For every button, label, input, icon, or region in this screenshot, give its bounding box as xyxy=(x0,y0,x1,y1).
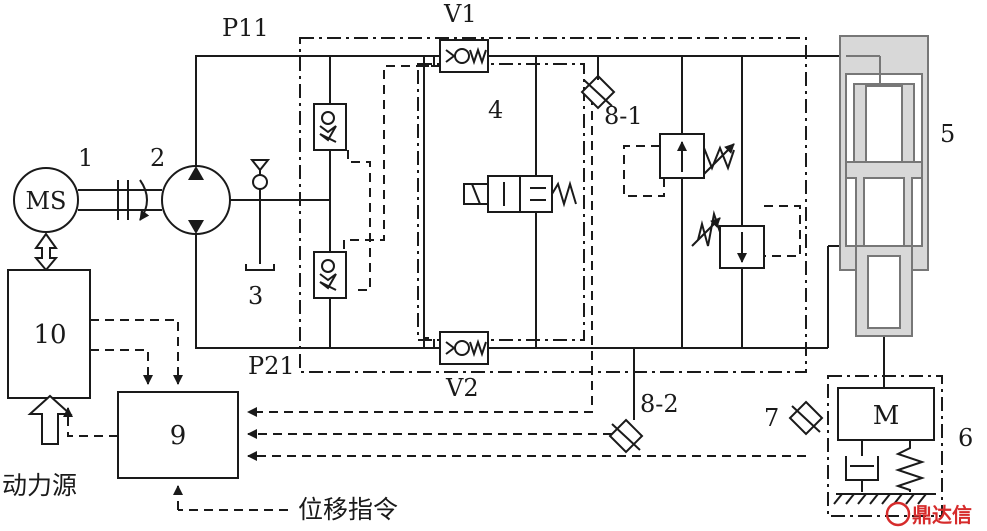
controller-9: 9 xyxy=(117,391,239,479)
label-7: 7 xyxy=(764,404,779,432)
label-v1: V1 xyxy=(443,0,477,28)
label-8-1: 8-1 xyxy=(604,102,643,130)
label-4: 4 xyxy=(488,96,503,124)
label-displacement-command: 位移指令 xyxy=(298,495,398,524)
servo-motor-1: MS xyxy=(13,167,79,272)
label-p21: P21 xyxy=(248,352,295,380)
label-v2: V2 xyxy=(445,374,479,402)
label-p11: P11 xyxy=(222,14,269,42)
driver-label: 10 xyxy=(33,320,66,350)
label-power-source: 动力源 xyxy=(2,471,77,500)
label-2: 2 xyxy=(150,144,165,172)
watermark-text: 鼎达信 xyxy=(912,503,972,527)
pump-2 xyxy=(78,165,231,235)
pressure-sensor-7 xyxy=(788,400,824,436)
motor-label: MS xyxy=(25,187,66,215)
label-5: 5 xyxy=(940,120,955,148)
directional-valve-4 xyxy=(463,175,577,213)
label-3: 3 xyxy=(248,282,263,310)
controller-label: 9 xyxy=(170,421,187,451)
boundaries xyxy=(299,37,943,517)
check-valve-v2 xyxy=(439,331,489,365)
pilot-check-upper xyxy=(313,103,347,151)
load-6: M xyxy=(833,387,936,505)
relief-valve-upper xyxy=(659,133,735,179)
pressure-sensor-8-2 xyxy=(608,418,644,454)
pressure-sensor-8-1 xyxy=(580,64,616,110)
main-lines xyxy=(195,55,885,420)
signal-lines xyxy=(63,56,806,510)
label-1: 1 xyxy=(78,144,93,172)
pilot-check-lower xyxy=(313,251,347,299)
watermark: 鼎达信 xyxy=(885,501,972,527)
check-valve-v1 xyxy=(439,39,489,73)
driver-10: 10 xyxy=(7,269,91,399)
label-8-2: 8-2 xyxy=(640,390,679,418)
cylinder-5 xyxy=(839,35,929,337)
mass-label: M xyxy=(873,401,900,431)
check-valve-3 xyxy=(245,159,275,271)
labels: P11 P21 V1 V2 1 2 3 4 5 6 7 8-1 8-2 动力源 … xyxy=(2,0,973,524)
power-source-arrow xyxy=(27,394,73,445)
label-6: 6 xyxy=(958,424,973,452)
relief-valve-lower xyxy=(691,210,765,269)
